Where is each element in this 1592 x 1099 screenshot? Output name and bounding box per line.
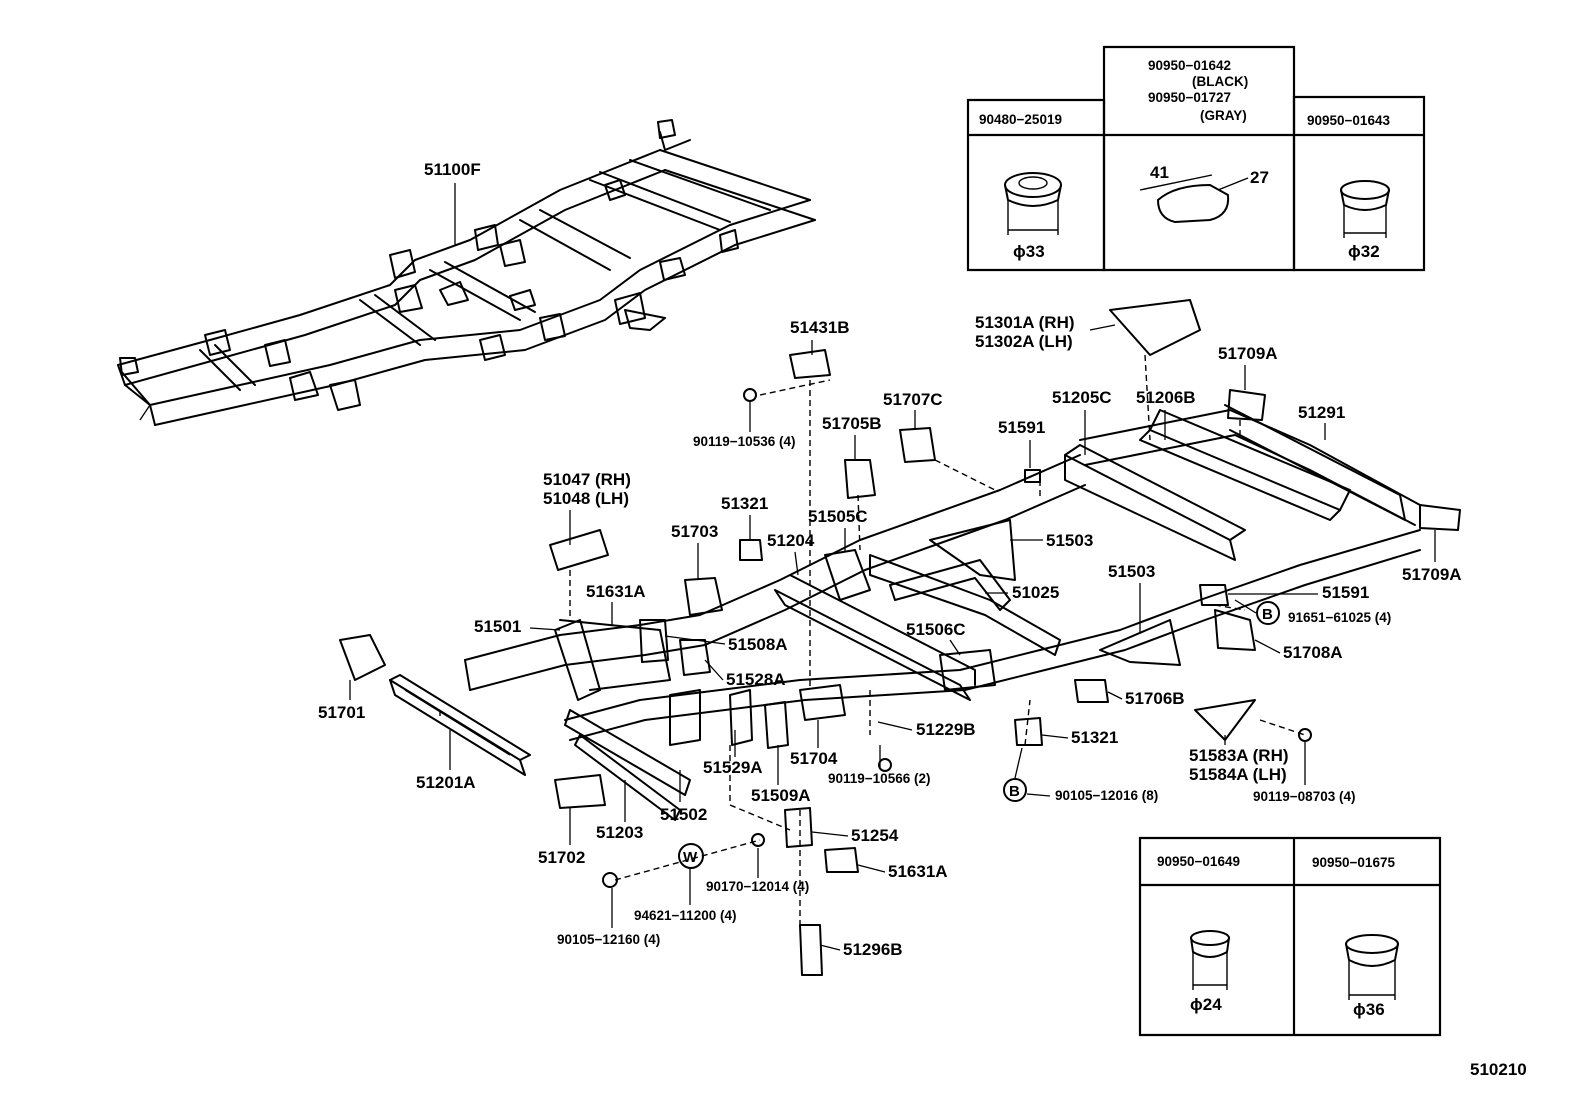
marker-b-bottom (1003, 778, 1027, 802)
plug-table-bottom-col2-header: 90950−01675 (1312, 855, 1395, 870)
plug-table-top-col2-line2: (BLACK) (1192, 74, 1248, 89)
label-91651-61025: 91651−61025 (4) (1288, 610, 1391, 625)
label-51301a-rh: 51301A (RH) (975, 313, 1075, 332)
label-51302a-lh: 51302A (LH) (975, 332, 1073, 351)
label-51702: 51702 (538, 848, 585, 867)
label-51206b: 51206B (1136, 388, 1196, 407)
plug-icon-33 (1004, 172, 1062, 235)
label-51591-top: 51591 (998, 418, 1045, 437)
label-51709a-top: 51709A (1218, 344, 1278, 363)
label-51701: 51701 (318, 703, 365, 722)
plug-table-top-col1-header: 90480−25019 (979, 112, 1062, 127)
label-51529a: 51529A (703, 758, 763, 777)
label-51431b: 51431B (790, 318, 850, 337)
marker-w (678, 843, 704, 869)
label-51583a-rh: 51583A (RH) (1189, 746, 1289, 765)
marker-b-top-text: B (1262, 606, 1273, 623)
part-labels: 51047 (RH) 51048 (LH) 51631A 51501 51701… (318, 313, 1462, 959)
marker-b-bottom-text: B (1009, 783, 1020, 800)
label-51502: 51502 (660, 805, 707, 824)
plug-table-top-col2-dim-a: 41 (1150, 163, 1169, 182)
label-51205c: 51205C (1052, 388, 1112, 407)
label-51025: 51025 (1012, 583, 1059, 602)
plug-icon-oval (1139, 174, 1249, 223)
label-90105-12016: 90105−12016 (8) (1055, 788, 1158, 803)
label-51706b: 51706B (1125, 689, 1185, 708)
label-51204: 51204 (767, 531, 815, 550)
label-94621-11200: 94621−11200 (4) (634, 908, 736, 923)
label-51631a-top: 51631A (586, 582, 646, 601)
label-51506c: 51506C (906, 620, 966, 639)
label-51203: 51203 (596, 823, 643, 842)
plug-table-top: 90480−25019 90950−01642 (BLACK) 90950−01… (966, 45, 1426, 272)
plug-table-top-col3-dim: ϕ32 (1348, 242, 1380, 261)
plug-table-bottom-col1-header: 90950−01649 (1157, 854, 1240, 869)
label-51321-top: 51321 (721, 494, 768, 513)
plug-icon-32 (1340, 180, 1390, 238)
plug-table-top-col1-dim: ϕ33 (1013, 242, 1045, 261)
frame-assembly-illustration (117, 119, 816, 426)
label-51708a: 51708A (1283, 643, 1343, 662)
label-51291: 51291 (1298, 403, 1345, 422)
label-90105-12160: 90105−12160 (4) (557, 932, 660, 947)
label-51584a-lh: 51584A (LH) (1189, 765, 1287, 784)
label-51707c: 51707C (883, 390, 943, 409)
label-51509a: 51509A (751, 786, 811, 805)
label-51703: 51703 (671, 522, 718, 541)
label-51047-rh: 51047 (RH) (543, 470, 631, 489)
label-51048-lh: 51048 (LH) (543, 489, 629, 508)
label-90170-12014: 90170−12014 (4) (706, 879, 809, 894)
label-51100f: 51100F (424, 160, 481, 179)
label-51503-upper: 51503 (1046, 531, 1093, 550)
label-51705b: 51705B (822, 414, 882, 433)
label-51501: 51501 (474, 617, 521, 636)
plug-table-bottom: 90950−01649 90950−01675 ϕ24 ϕ36 (1138, 836, 1442, 1037)
plug-icon-36 (1345, 934, 1399, 1000)
label-90119-10566: 90119−10566 (2) (828, 771, 930, 786)
label-51704: 51704 (790, 749, 838, 768)
label-90119-08703: 90119−08703 (4) (1253, 789, 1355, 804)
label-51528a: 51528A (726, 670, 786, 689)
label-51321-bottom: 51321 (1071, 728, 1118, 747)
label-51508a: 51508A (728, 635, 788, 654)
label-51591-right: 51591 (1322, 583, 1369, 602)
plug-table-top-col2-dim-b: 27 (1250, 168, 1269, 187)
plug-table-top-col3-header: 90950−01643 (1307, 113, 1390, 128)
label-51709a-right: 51709A (1402, 565, 1462, 584)
plug-icon-24 (1190, 930, 1230, 990)
main-frame-illustration (339, 299, 1461, 976)
plug-table-top-col2-line3: 90950−01727 (1148, 90, 1231, 105)
plug-table-bottom-col1-dim: ϕ24 (1190, 995, 1222, 1014)
label-51505c: 51505C (808, 507, 868, 526)
label-51201a: 51201A (416, 773, 476, 792)
label-90119-10536: 90119−10536 (4) (693, 434, 795, 449)
plug-table-top-col2-line4: (GRAY) (1200, 108, 1247, 123)
diagram-code: 510210 (1470, 1060, 1527, 1079)
label-51254: 51254 (851, 826, 899, 845)
label-51503-lower: 51503 (1108, 562, 1155, 581)
plug-table-top-col2-line1: 90950−01642 (1148, 58, 1231, 73)
label-51631a-bottom: 51631A (888, 862, 948, 881)
plug-table-bottom-col2-dim: ϕ36 (1353, 1000, 1385, 1019)
label-51296b: 51296B (843, 940, 903, 959)
marker-b-top (1256, 601, 1280, 625)
marker-w-text: W (683, 849, 698, 866)
label-51229b: 51229B (916, 720, 976, 739)
